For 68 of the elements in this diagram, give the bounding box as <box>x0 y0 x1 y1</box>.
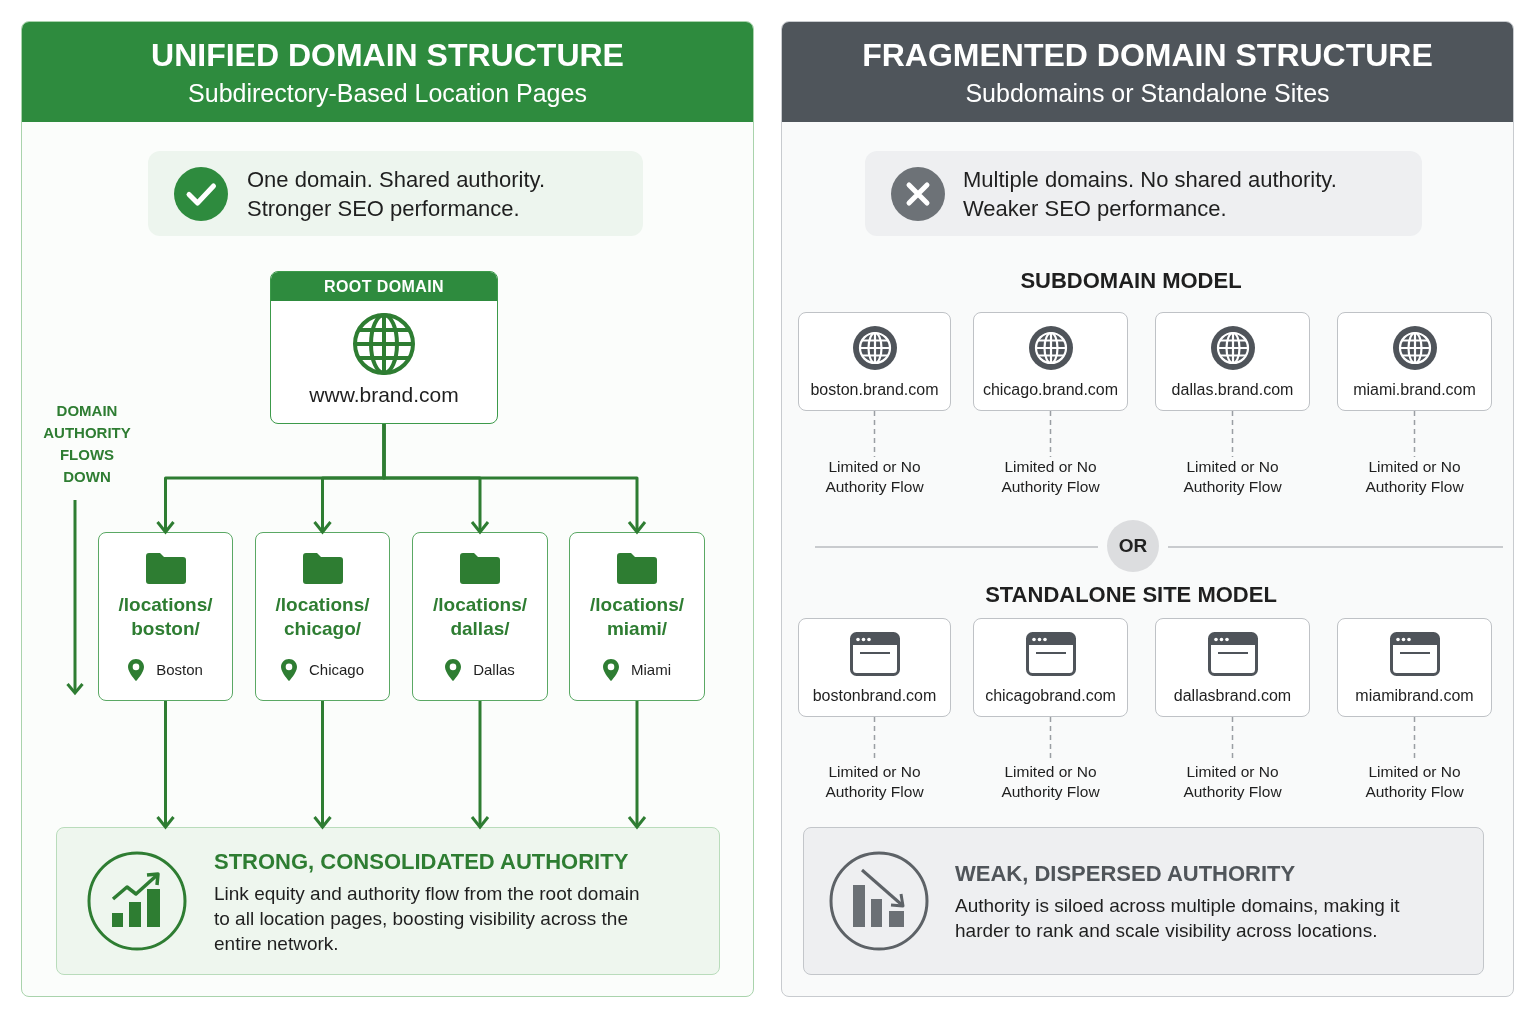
domain-label: chicago.brand.com <box>982 380 1119 400</box>
flow-arrow <box>470 701 490 829</box>
city-name: Miami <box>631 660 671 680</box>
domain-card <box>1337 618 1492 717</box>
domain-label: miami.brand.com <box>1353 380 1476 400</box>
outcome-card <box>803 827 1484 975</box>
panel-title: UNIFIED DOMAIN STRUCTURE <box>151 36 624 74</box>
domain-label: miamibrand.com <box>1355 686 1474 706</box>
url-path: /locations/ miami/ <box>589 593 685 641</box>
comparison-panel <box>781 21 1514 997</box>
city-name: Dallas <box>473 660 515 680</box>
dashed-connector <box>1413 410 1416 458</box>
panel-subtitle: Subdomains or Standalone Sites <box>965 78 1330 108</box>
location-card <box>98 532 233 701</box>
domain-label: bostonbrand.com <box>812 686 937 706</box>
domain-label: dallasbrand.com <box>1173 686 1292 706</box>
section-heading: SUBDOMAIN MODEL <box>1020 267 1242 295</box>
flow-note: Limited or No Authority Flow <box>1348 457 1481 497</box>
domain-card <box>973 312 1128 411</box>
outcome-heading: STRONG, CONSOLIDATED AUTHORITY <box>214 848 630 876</box>
domain-card <box>973 618 1128 717</box>
url-path: /locations/ chicago/ <box>274 593 371 641</box>
summary-card <box>148 151 643 236</box>
panel-title: FRAGMENTED DOMAIN STRUCTURE <box>862 36 1433 74</box>
domain-label: boston.brand.com <box>810 380 939 400</box>
summary-text: One domain. Shared authority. Stronger SEO performance. <box>247 165 546 223</box>
domain-card <box>1155 312 1310 411</box>
location-card <box>569 532 705 701</box>
flow-note: Limited or No Authority Flow <box>1166 457 1299 497</box>
section-heading: STANDALONE SITE MODEL <box>985 581 1277 609</box>
location-card <box>412 532 548 701</box>
outcome-description: Link equity and authority flow from the root domain to all location pages, boosting visibility across the entire network. <box>214 882 641 956</box>
summary-text: Multiple domains. No shared authority. Weaker SEO performance. <box>963 165 1338 223</box>
divider-badge: OR <box>1107 520 1159 572</box>
flow-note: Limited or No Authority Flow <box>808 762 941 802</box>
city-name: Boston <box>156 660 203 680</box>
panel-subtitle: Subdirectory-Based Location Pages <box>188 78 587 108</box>
flow-note: Limited or No Authority Flow <box>984 457 1117 497</box>
summary-card <box>865 151 1422 236</box>
city-name: Chicago <box>308 660 364 680</box>
domain-label: chicagobrand.com <box>985 686 1116 706</box>
domain-card <box>798 618 951 717</box>
outcome-description: Authority is siloed across multiple domains, making it harder to rank and scale visibility across locations. <box>955 894 1401 943</box>
root-domain-card <box>270 271 498 424</box>
flow-direction-label: DOMAIN AUTHORITY FLOWS DOWN <box>42 401 132 487</box>
flow-arrow <box>627 701 647 829</box>
dashed-connector <box>1231 410 1234 458</box>
url-path: /locations/ boston/ <box>117 593 214 641</box>
flow-arrow <box>313 701 332 829</box>
flow-arrow <box>156 701 175 829</box>
domain-card <box>798 312 951 411</box>
domain-card <box>1337 312 1492 411</box>
outcome-heading: WEAK, DISPERSED AUTHORITY <box>955 860 1297 888</box>
outcome-card <box>56 827 720 975</box>
flow-note: Limited or No Authority Flow <box>1348 762 1481 802</box>
root-domain-header: ROOT DOMAIN <box>271 272 497 301</box>
url-path: /locations/ dallas/ <box>432 593 528 641</box>
dashed-connector <box>873 410 876 458</box>
dashed-connector <box>1049 410 1052 458</box>
domain-label: dallas.brand.com <box>1171 380 1294 400</box>
flow-note: Limited or No Authority Flow <box>1166 762 1299 802</box>
domain-card <box>1155 618 1310 717</box>
flow-note: Limited or No Authority Flow <box>808 457 941 497</box>
flow-arrow <box>382 424 647 534</box>
location-card <box>255 532 390 701</box>
comparison-panel <box>21 21 754 997</box>
flow-note: Limited or No Authority Flow <box>984 762 1117 802</box>
domain-label: www.brand.com <box>309 382 459 408</box>
